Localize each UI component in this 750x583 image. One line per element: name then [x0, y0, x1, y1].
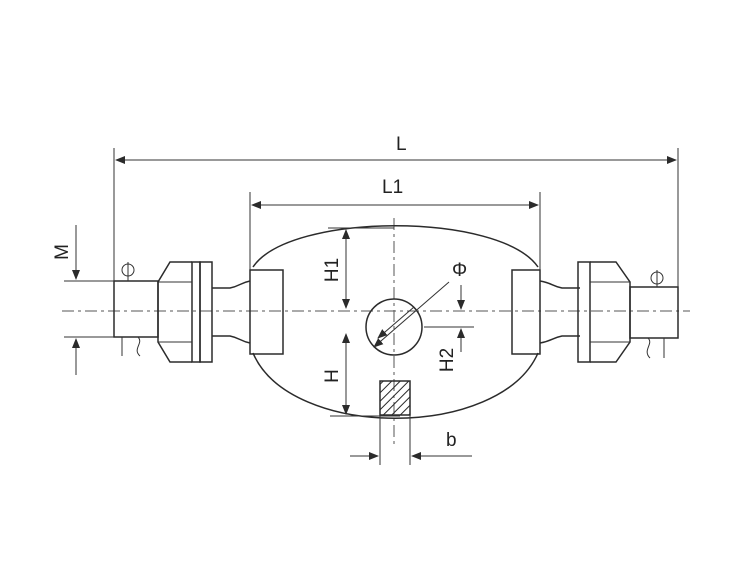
dimension-label-H2: H2 [437, 348, 458, 372]
dimension-L1: L1 [249, 177, 541, 270]
dimension-H: H [322, 333, 400, 417]
dimension-label-M: M [52, 244, 73, 260]
dimension-label-H1: H1 [322, 258, 343, 282]
right-connector [539, 261, 679, 363]
dimension-label-H: H [322, 369, 343, 383]
dimension-L: L [113, 134, 679, 287]
left-connector [113, 261, 251, 363]
dimension-phi: Φ [373, 260, 467, 348]
slot-section [379, 380, 411, 416]
dimension-H1: H1 [322, 227, 394, 309]
through-hole [365, 298, 423, 356]
dimension-b: b [350, 415, 472, 465]
dimension-H2: H2 [424, 285, 474, 372]
dimension-M: M [52, 225, 114, 375]
dimension-label-L1: L1 [382, 177, 403, 198]
dimension-label-phi: Φ [452, 260, 467, 281]
clamp-body [249, 225, 541, 419]
dimension-label-b: b [446, 430, 457, 451]
center-lines [62, 218, 690, 448]
dimension-label-L: L [396, 134, 407, 155]
